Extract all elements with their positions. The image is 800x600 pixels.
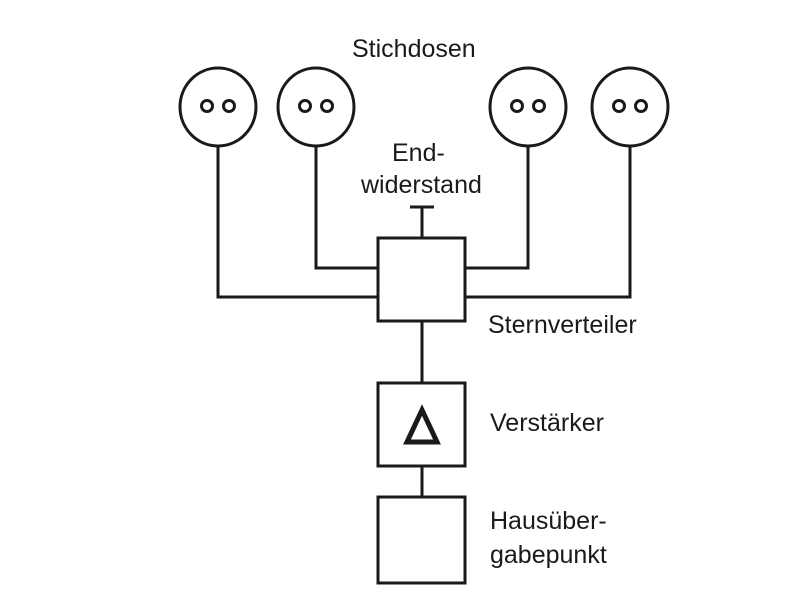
- socket-outlet-icon: [590, 66, 670, 148]
- socket-pin-left: [200, 99, 214, 113]
- socket-pin-right: [634, 99, 648, 113]
- triangle-amplifier-icon: [403, 404, 441, 445]
- socket-pin-right: [222, 99, 236, 113]
- handover-label-line-2: gabepunkt: [490, 541, 607, 569]
- terminator-label-line-2: widerstand: [361, 171, 482, 199]
- t-terminator-icon: [410, 205, 434, 238]
- cable-socket-3: [465, 146, 530, 270]
- socket-pin-left: [612, 99, 626, 113]
- sockets-label: Stichdosen: [352, 35, 476, 63]
- socket-pin-right: [532, 99, 546, 113]
- cable-socket-4: [465, 146, 632, 299]
- star-distributor-box: [376, 236, 467, 323]
- socket-3: [488, 66, 568, 148]
- amplifier-label: Verstärker: [490, 409, 604, 437]
- amplifier-box: [376, 381, 467, 468]
- terminator-label-line-1: End-: [392, 139, 445, 167]
- socket-outlet-icon: [276, 66, 356, 148]
- socket-4: [590, 66, 670, 148]
- cable-socket-2: [314, 146, 378, 270]
- socket-pin-left: [298, 99, 312, 113]
- star-distributor-label: Sternverteiler: [488, 311, 637, 339]
- cable-socket-1: [216, 146, 378, 299]
- socket-pin-left: [510, 99, 524, 113]
- socket-2: [276, 66, 356, 148]
- socket-1: [178, 66, 258, 148]
- socket-outlet-icon: [178, 66, 258, 148]
- handover-point-box: [376, 495, 467, 585]
- handover-label-line-1: Hausüber-: [490, 507, 607, 535]
- socket-pin-right: [320, 99, 334, 113]
- socket-outlet-icon: [488, 66, 568, 148]
